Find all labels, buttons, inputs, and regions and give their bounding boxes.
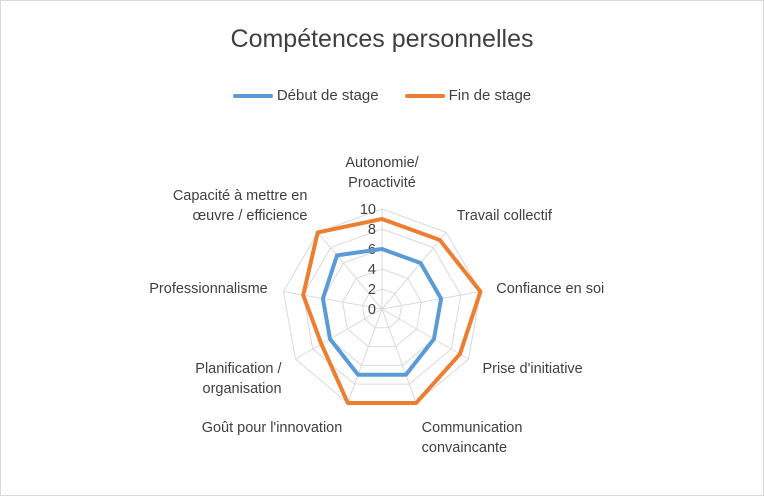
grid-spoke-8 [317,232,383,310]
grid-spoke-2 [381,291,481,310]
grid-ring-1 [361,288,403,329]
grid-spoke-4 [381,308,417,404]
category-label-7: Professionnalisme [149,279,267,299]
legend: Début de stage Fin de stage [1,87,763,104]
radar-grid [282,208,482,404]
legend-label-series-1: Fin de stage [448,87,532,104]
category-label-7-line-0: Professionnalisme [149,280,268,297]
category-label-5-line-0: Goût pour l'innovation [201,420,343,436]
category-label-4-line-0: Communication [421,420,523,436]
series-line-0[interactable] [320,247,444,377]
tick-label-0: 0 [368,302,376,318]
radar-series [301,217,483,405]
chart-title: Compétences personnelles [230,25,534,53]
category-label-8-line-1: œuvre / efficience [192,208,308,225]
category-label-6-line-1: organisation [202,381,282,397]
grid-ring-2 [342,268,422,348]
category-label-2-line-0: Confiance en soi [496,280,605,297]
legend-swatch-series-1 [404,93,445,98]
category-label-8: Capacité à mettre en œuvre / efficience [173,186,308,226]
category-label-6-line-0: Planification / [195,361,282,377]
category-label-1-line-0: Travail collectif [456,208,552,225]
grid-spoke-7 [283,291,383,310]
tick-label-4: 8 [368,222,376,238]
category-label-1: Travail collectif [457,206,552,226]
legend-swatch-series-0 [232,93,273,98]
category-label-3-line-0: Prise d'initiative [482,361,583,377]
category-label-3: Prise d'initiative [482,359,582,379]
tick-label-5: 10 [360,202,376,218]
category-label-6: Planification / organisation [195,359,281,399]
category-label-4-line-1: convaincante [421,440,508,456]
tick-label-1: 2 [368,282,376,298]
category-label-0-line-1: Proactivité [348,175,416,191]
category-label-8-line-0: Capacité à mettre en [172,188,308,205]
legend-label-series-0: Début de stage [276,87,379,104]
tick-label-2: 4 [368,262,376,278]
legend-item-series-1[interactable]: Fin de stage [404,87,532,104]
category-label-2: Confiance en soi [496,279,604,299]
series-line-1[interactable] [301,217,483,405]
legend-item-series-0[interactable]: Début de stage [232,87,379,104]
grid-spoke-1 [381,232,447,310]
grid-spoke-6 [295,308,383,360]
grid-ring-4 [302,228,462,385]
category-label-5: Goût pour l'innovation [202,418,343,438]
grid-spoke-5 [347,308,383,404]
grid-spoke-3 [381,308,469,360]
category-label-4: Communication convaincante [422,418,523,458]
category-label-0-line-0: Autonomie/ [345,155,419,171]
category-label-0: Autonomie/Proactivité [345,153,418,193]
